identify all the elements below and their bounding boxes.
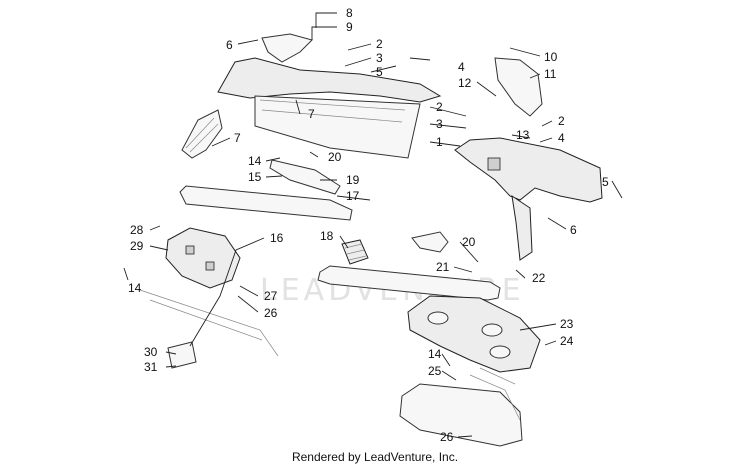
callout-7b: 7 <box>234 131 241 145</box>
callout-27: 27 <box>264 289 278 303</box>
callout-25: 25 <box>428 364 442 378</box>
callout-14b: 14 <box>128 281 142 295</box>
upper-cross-panel <box>217 33 442 159</box>
callout-4: 4 <box>458 60 465 74</box>
callout-6b: 6 <box>570 223 577 237</box>
callout-16: 16 <box>270 231 284 245</box>
callout-5b: 5 <box>602 175 609 189</box>
left-gauge-bracket <box>139 227 279 369</box>
callout-10: 10 <box>544 50 558 64</box>
lower-right-bracket <box>399 295 541 447</box>
callout-labels: 8 9 6 2 3 5 4 10 11 12 7 2 3 13 4 2 1 7 … <box>128 6 609 444</box>
callout-18: 18 <box>320 229 334 243</box>
lower-crossbar <box>317 231 501 301</box>
callout-26: 26 <box>264 306 278 320</box>
callout-15: 15 <box>248 170 262 184</box>
leader-lines <box>123 12 623 438</box>
callout-21: 21 <box>436 260 450 274</box>
callout-22: 22 <box>532 271 546 285</box>
callout-2c: 2 <box>558 114 565 128</box>
right-side-panel <box>454 57 603 261</box>
render-credit: Rendered by LeadVenture, Inc. <box>291 450 459 464</box>
callout-24: 24 <box>560 334 574 348</box>
callout-13: 13 <box>516 128 530 142</box>
callout-17: 17 <box>346 189 360 203</box>
callout-9: 9 <box>346 20 353 34</box>
callout-4b: 4 <box>558 131 565 145</box>
callout-26b: 26 <box>440 430 454 444</box>
callout-31: 31 <box>144 360 158 374</box>
callout-1: 1 <box>436 135 443 149</box>
callout-5: 5 <box>376 65 383 79</box>
callout-12: 12 <box>458 76 472 90</box>
callout-29: 29 <box>130 239 144 253</box>
callout-20b: 20 <box>462 235 476 249</box>
callout-3b: 3 <box>436 117 443 131</box>
callout-14c: 14 <box>428 347 442 361</box>
callout-11: 11 <box>544 67 557 81</box>
callout-30: 30 <box>144 345 158 359</box>
callout-2: 2 <box>376 37 383 51</box>
callout-8: 8 <box>346 6 353 20</box>
callout-28: 28 <box>130 223 144 237</box>
callout-7: 7 <box>308 107 315 121</box>
callout-14: 14 <box>248 154 262 168</box>
callout-20: 20 <box>328 150 342 164</box>
left-small-bracket <box>181 109 223 159</box>
callout-23: 23 <box>560 317 574 331</box>
callout-6: 6 <box>226 38 233 52</box>
callout-19: 19 <box>346 173 360 187</box>
callout-3: 3 <box>376 51 383 65</box>
long-crossbar <box>179 159 353 221</box>
callout-2b: 2 <box>436 100 443 114</box>
